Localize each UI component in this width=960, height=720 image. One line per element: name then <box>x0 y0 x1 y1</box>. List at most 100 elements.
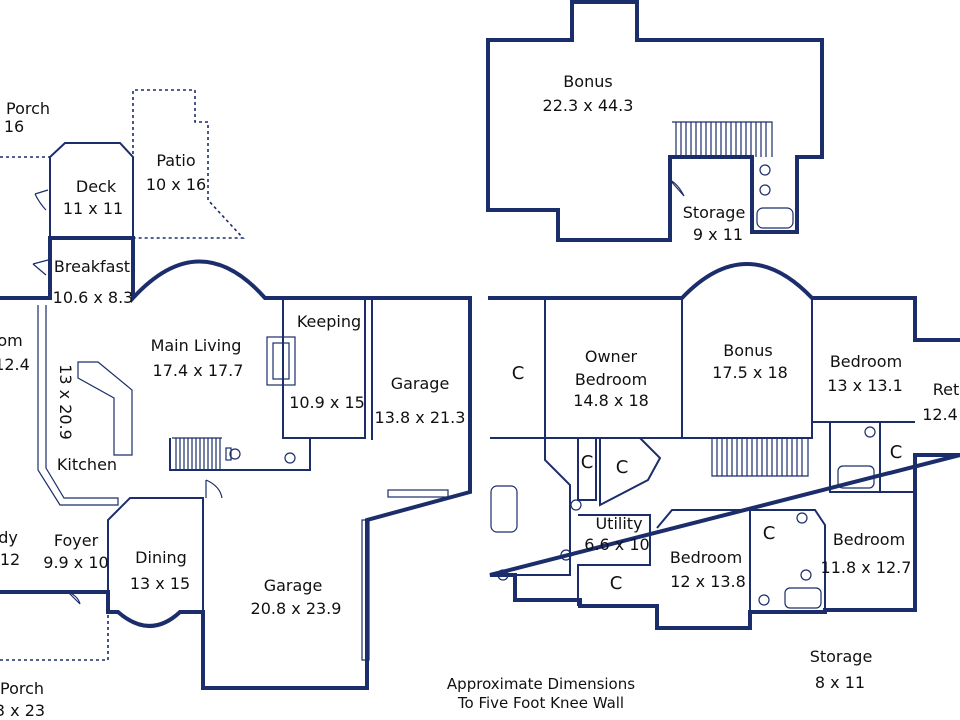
owner-toilet-icon <box>497 569 509 581</box>
owner-bedroom-dims: 14.8 x 18 <box>573 391 649 410</box>
toilet-icon <box>229 448 241 460</box>
study-name: dy <box>0 528 18 547</box>
bedroom-1-wall <box>812 421 915 493</box>
garage-small-dims: 13.8 x 21.3 <box>375 408 466 427</box>
patio-name: Patio <box>156 151 195 170</box>
bedroom-3-wall <box>750 509 826 610</box>
closet-label: C <box>610 573 623 594</box>
bonus-top-name: Bonus <box>563 72 612 91</box>
room-left-name: om <box>0 331 23 350</box>
breakfast-wall <box>49 238 134 298</box>
garage-large-dims: 20.8 x 23.9 <box>251 599 342 618</box>
porch-bottom-name: Porch <box>0 679 44 698</box>
owner-bath-wall <box>490 437 571 576</box>
room-left-dims: 12.4 <box>0 355 30 374</box>
bath-toilet-icon-a <box>864 426 876 438</box>
deck-door-icon <box>34 189 49 211</box>
bonus-outer-wall <box>486 0 824 242</box>
bath-sink-icon-d <box>758 594 770 606</box>
garage-small-name: Garage <box>391 374 450 393</box>
upper-stairs <box>711 437 809 477</box>
foyer-name: Foyer <box>54 531 99 550</box>
kitchen-dims: 13 x 20.9 <box>56 364 75 440</box>
bonus-mid-dims: 17.5 x 18 <box>712 363 788 382</box>
dining-name: Dining <box>135 548 187 567</box>
foyer-dims: 9.9 x 10 <box>43 553 108 572</box>
deck-dims: 11 x 11 <box>63 199 123 218</box>
breakfast-door-icon <box>32 259 49 276</box>
bedroom-2-name: Bedroom <box>670 548 742 567</box>
garage-large-name: Garage <box>264 576 323 595</box>
bedroom-3-name: Bedroom <box>833 530 905 549</box>
main-floor <box>0 89 472 690</box>
storage-door-icon <box>669 179 685 197</box>
sink-icon <box>284 452 296 464</box>
closet-label: C <box>581 452 594 473</box>
utility-name: Utility <box>595 514 642 533</box>
porch-top-dims: 16 <box>4 117 24 136</box>
bedroom-bath-tub-icon <box>784 587 822 609</box>
note-line-2: To Five Foot Knee Wall <box>457 694 624 712</box>
bath-sink-icon-f <box>560 549 572 561</box>
study-dims: 12 <box>0 550 20 569</box>
garage-door-back <box>387 489 449 498</box>
dimension-note: Approximate Dimensions To Five Foot Knee… <box>447 675 635 712</box>
bonus-floor <box>486 0 824 242</box>
patio-outline <box>132 89 245 239</box>
deck-name: Deck <box>76 177 117 196</box>
patio-dims: 10 x 16 <box>146 175 206 194</box>
bonus-stairs <box>672 121 773 157</box>
owner-bedroom-wall <box>544 298 683 439</box>
utility-wall <box>577 509 751 612</box>
kitchen-counter <box>37 305 119 506</box>
storage-top-name: Storage <box>683 203 746 222</box>
kitchen-name: Kitchen <box>57 455 117 474</box>
keeping-wall <box>282 298 366 439</box>
garage-door-side <box>361 519 370 661</box>
bath-sink-icon-e <box>570 499 582 511</box>
bathtub-icon <box>756 207 794 229</box>
retreat-dims: 12.4 <box>922 405 958 424</box>
retreat-name: Ret <box>933 380 960 399</box>
upper-outer-wall <box>488 262 960 630</box>
closet-label: C <box>616 457 629 478</box>
front-door-icon <box>67 591 81 605</box>
bedroom-2-dims: 12 x 13.8 <box>670 572 746 591</box>
fireplace-icon <box>266 336 296 386</box>
kitchen-island <box>77 361 133 456</box>
dining-dims: 13 x 15 <box>130 574 190 593</box>
closet-label: C <box>512 363 525 384</box>
owner-bedroom-name-1: Owner <box>585 347 638 366</box>
sink-icon-bonus <box>759 164 771 176</box>
note-line-1: Approximate Dimensions <box>447 675 635 693</box>
bedroom-1-tub-icon <box>837 465 875 489</box>
closet-labels: C C C C C C <box>512 363 903 594</box>
bath-toilet-icon-b <box>800 569 812 581</box>
bath-sink-icon-c <box>796 512 808 524</box>
main-living-dims: 17.4 x 17.7 <box>153 361 244 380</box>
main-living-name: Main Living <box>151 336 242 355</box>
main-floor-outer-wall <box>0 236 472 690</box>
toilet-icon-bonus <box>759 184 771 196</box>
utility-dims: 6.6 x 10 <box>584 535 649 554</box>
owner-bathtub-icon <box>490 485 518 533</box>
keeping-dims: 10.9 x 15 <box>289 393 365 412</box>
living-lower-wall <box>169 437 311 471</box>
main-stairs <box>172 437 222 471</box>
breakfast-name: Breakfast <box>54 257 130 276</box>
closet-label: C <box>763 523 776 544</box>
bedroom-3-dims: 11.8 x 12.7 <box>821 558 912 577</box>
bedroom-1-dims: 13 x 13.1 <box>827 376 903 395</box>
bedroom-1-name: Bedroom <box>830 352 902 371</box>
storage-bottom-dims: 8 x 11 <box>815 673 865 692</box>
storage-top-dims: 9 x 11 <box>693 225 743 244</box>
porch-top-name: Porch <box>6 99 50 118</box>
owner-bedroom-name-2: Bedroom <box>575 370 647 389</box>
porch-bottom-outline <box>0 592 109 661</box>
upper-floor <box>488 262 960 630</box>
bonus-mid-name: Bonus <box>723 341 772 360</box>
porch-bottom-dims: 3 x 23 <box>0 701 45 720</box>
storage-bottom-name: Storage <box>810 647 873 666</box>
bonus-top-dims: 22.3 x 44.3 <box>543 96 634 115</box>
